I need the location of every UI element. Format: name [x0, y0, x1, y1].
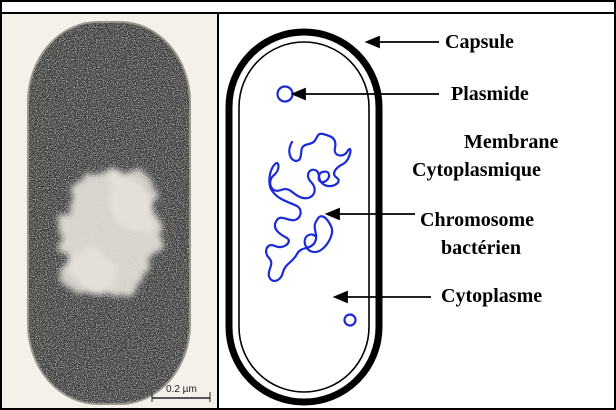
label-chromosome-line1: Chromosome — [420, 208, 534, 232]
schematic-panel: Capsule Plasmide Membrane Cytoplasmique … — [219, 14, 614, 408]
label-cytoplasme: Cytoplasme — [441, 284, 542, 308]
micrograph-panel: 0.2 µm — [2, 14, 217, 408]
label-membrane-line2: Cytoplasmique — [412, 158, 541, 182]
label-plasmide: Plasmide — [451, 82, 529, 106]
label-membrane-line1: Membrane — [464, 130, 558, 154]
label-capsule: Capsule — [445, 30, 514, 54]
scale-bar-label: 0.2 µm — [166, 384, 197, 395]
label-chromosome-line2: bactérien — [441, 236, 521, 260]
bacterium-schematic — [219, 14, 614, 408]
micrograph-image — [2, 14, 217, 408]
